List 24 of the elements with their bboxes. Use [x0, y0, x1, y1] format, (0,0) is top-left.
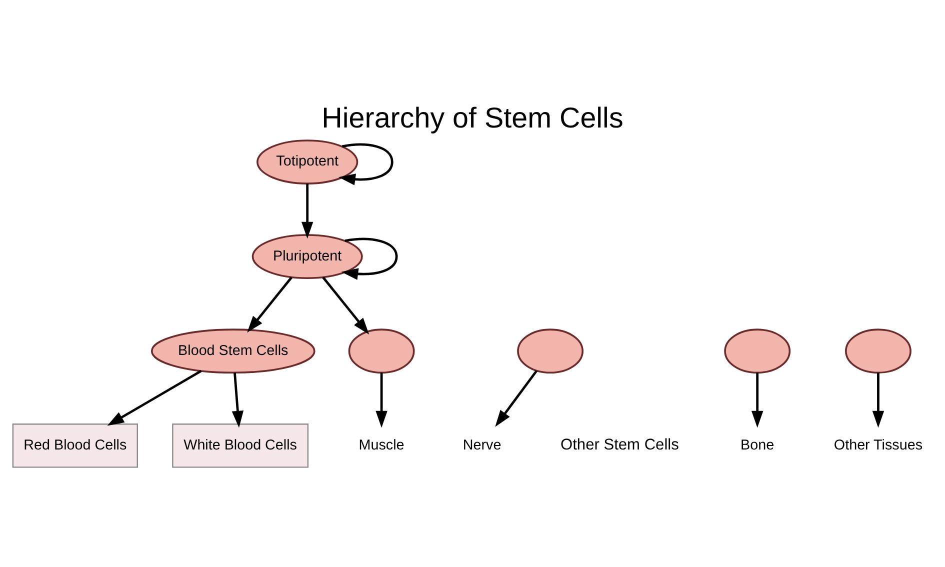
- arrow: [232, 372, 244, 428]
- arrow: [301, 184, 314, 239]
- node-circle: [348, 328, 415, 374]
- arrow: [495, 370, 538, 427]
- node-box: Red Blood Cells: [12, 424, 138, 468]
- node-box: White Blood Cells: [172, 424, 309, 468]
- arrow: [341, 238, 398, 280]
- node-circle: [517, 328, 584, 374]
- arrow: [247, 276, 293, 333]
- node-text: Nerve: [462, 437, 502, 454]
- diagram-title: Hierarchy of Stem Cells: [322, 102, 624, 135]
- node-circle: [845, 328, 912, 374]
- node-circle: [724, 328, 791, 374]
- node-ellipse: Blood Stem Cells: [150, 328, 316, 374]
- arrow: [751, 372, 764, 428]
- label: Other Stem Cells: [560, 436, 679, 454]
- node-text: Muscle: [358, 437, 404, 454]
- node-text: Bone: [740, 437, 774, 454]
- arrow: [872, 372, 884, 428]
- node-text: Other Tissues: [834, 437, 923, 454]
- arrow: [322, 276, 370, 334]
- arrow: [338, 143, 394, 186]
- arrow: [376, 372, 388, 428]
- arrow: [107, 370, 202, 426]
